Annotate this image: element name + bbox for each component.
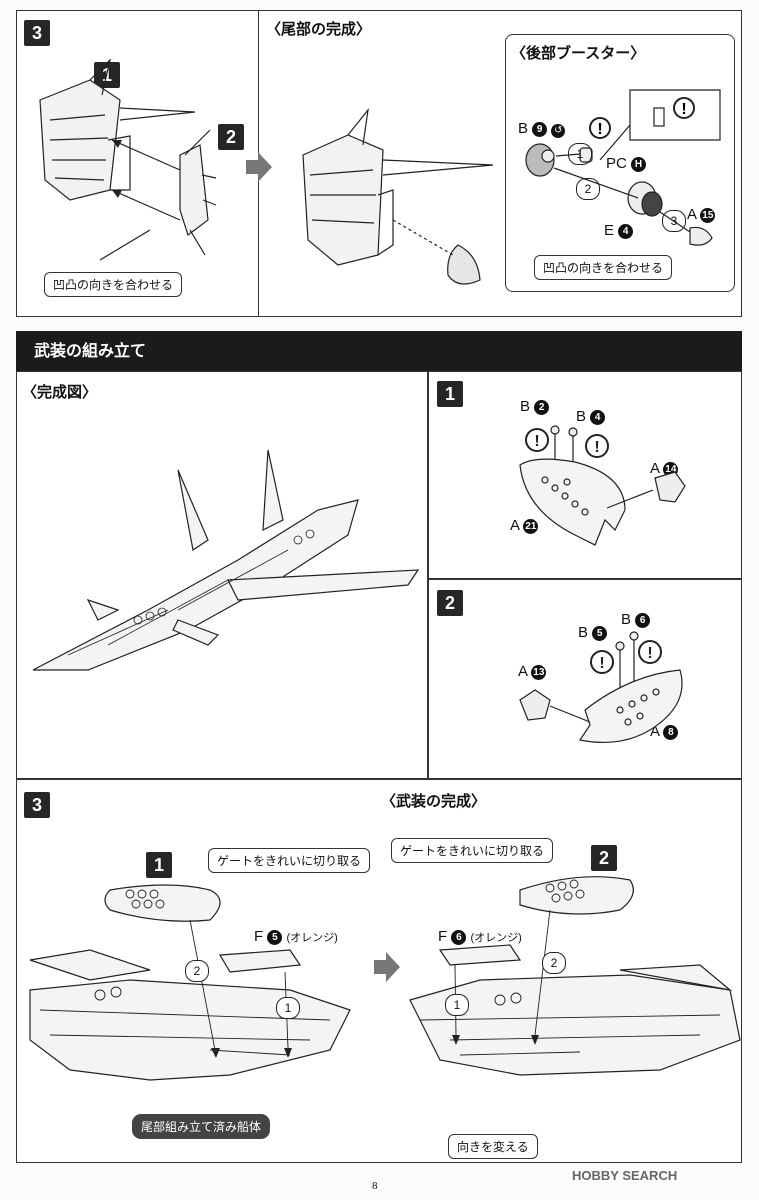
step2-b6-num: 6: [635, 612, 651, 628]
seq-3-badge: 3: [662, 210, 686, 232]
booster-a-num: 15: [700, 207, 716, 223]
step2-a8-letter: A: [650, 723, 660, 740]
turn-note: 向きを変える: [448, 1134, 538, 1159]
step2-b5-letter: B: [578, 624, 589, 641]
step1-b2-num: 2: [534, 399, 550, 415]
f6-num: 6: [451, 929, 467, 945]
hull-assembly-left-illustration: [29, 884, 351, 1081]
f6-label: F 6 (オレンジ): [438, 928, 522, 945]
seq-2-badge: 2: [576, 178, 600, 200]
booster-label-pc: PC H: [606, 155, 647, 172]
step1-label-a21: A 21: [510, 517, 539, 534]
armament-section-header: 武装の組み立て: [16, 331, 742, 371]
armament-pod-1-illustration: ! !: [519, 425, 686, 546]
step1-b2-letter: B: [520, 398, 531, 415]
rear-booster-title: 〈後部ブースター〉: [511, 44, 646, 62]
step1-label-b2: B 2: [520, 398, 550, 415]
step2-a13-num: 13: [531, 664, 547, 680]
booster-label-a: A 15: [687, 206, 716, 223]
bottom-right-seq1: 1: [445, 994, 469, 1016]
align-note: 凹凸の向きを合わせる: [44, 272, 183, 297]
f6-letter: F: [438, 928, 448, 945]
booster-a-letter: A: [687, 206, 697, 223]
booster-align-note: 凹凸の向きを合わせる: [534, 255, 673, 280]
step2-label-a8: A 8: [650, 723, 679, 740]
seq-1-badge: 1: [568, 143, 592, 165]
step2-b5-num: 5: [592, 625, 608, 641]
booster-e-letter: E: [604, 222, 615, 239]
step1-a21-letter: A: [510, 517, 520, 534]
step2-a8-num: 8: [663, 724, 679, 740]
tail-assembly-illustration: [39, 58, 217, 261]
page-number: 8: [372, 1180, 378, 1192]
step2-b6-letter: B: [621, 611, 632, 628]
gate-note-left: ゲートをきれいに切り取る: [208, 848, 371, 873]
svg-text:!: !: [594, 439, 599, 456]
step1-label-b4: B 4: [576, 408, 606, 425]
ship-complete-illustration: [32, 449, 420, 671]
booster-pc-text: PC: [606, 155, 627, 172]
hull-assembly-right-illustration: [409, 876, 741, 1076]
hull-note: 尾部組み立て済み船体: [132, 1114, 271, 1139]
gate-note-right: ゲートをきれいに切り取る: [391, 838, 554, 863]
armament-step2-number: 2: [437, 590, 463, 616]
step2-a13-letter: A: [518, 663, 528, 680]
booster-b-letter: B: [518, 120, 529, 137]
arrow-right-icon: [374, 952, 400, 982]
svg-text:!: !: [681, 101, 686, 118]
tail-complete-illustration: [302, 107, 494, 285]
svg-text:!: !: [534, 433, 539, 450]
booster-pc-letter: H: [631, 156, 647, 172]
watermark: HOBBY SEARCH: [572, 1168, 678, 1183]
step1-a14-letter: A: [650, 460, 660, 477]
booster-e-num: 4: [618, 223, 634, 239]
svg-text:!: !: [597, 121, 602, 138]
booster-label-e: E 4: [604, 222, 634, 239]
booster-label-b: B 9 ↺: [518, 120, 566, 138]
armament-pod-2-illustration: ! !: [519, 631, 683, 744]
bottom-part-1-number: 1: [146, 852, 172, 878]
tail-complete-title: 〈尾部の完成〉: [266, 20, 372, 38]
svg-text:!: !: [599, 655, 604, 672]
step1-b4-letter: B: [576, 408, 587, 425]
svg-text:!: !: [647, 645, 652, 662]
armament-complete-title: 〈武装の完成〉: [381, 792, 487, 810]
step2-label-b6: B 6: [621, 611, 651, 628]
armament-step1-number: 1: [437, 381, 463, 407]
bottom-right-seq2: 2: [542, 952, 566, 974]
step1-b4-num: 4: [590, 409, 606, 425]
f5-letter: F: [254, 928, 264, 945]
caution-callout-illustration: ! !: [589, 89, 721, 161]
bottom-left-seq2: 2: [185, 960, 209, 982]
booster-b-num: 9: [532, 121, 548, 137]
bottom-left-seq1: 1: [276, 997, 300, 1019]
step2-label-a13: A 13: [518, 663, 547, 680]
step-number: 3: [24, 20, 50, 46]
twist-icon: ↺: [551, 124, 566, 138]
bottom-part-2-number: 2: [591, 845, 617, 871]
f5-color: (オレンジ): [286, 932, 338, 944]
f6-color: (オレンジ): [470, 932, 522, 944]
f5-num: 5: [267, 929, 283, 945]
f5-label: F 5 (オレンジ): [254, 928, 338, 945]
part-2-number: 2: [218, 124, 244, 150]
step2-label-b5: B 5: [578, 624, 608, 641]
step1-a21-num: 21: [523, 518, 539, 534]
arrow-right-icon: [246, 152, 272, 182]
complete-view-title: 〈完成図〉: [22, 383, 98, 401]
bottom-step-number: 3: [24, 792, 50, 818]
armament-step2-panel: [428, 579, 742, 779]
